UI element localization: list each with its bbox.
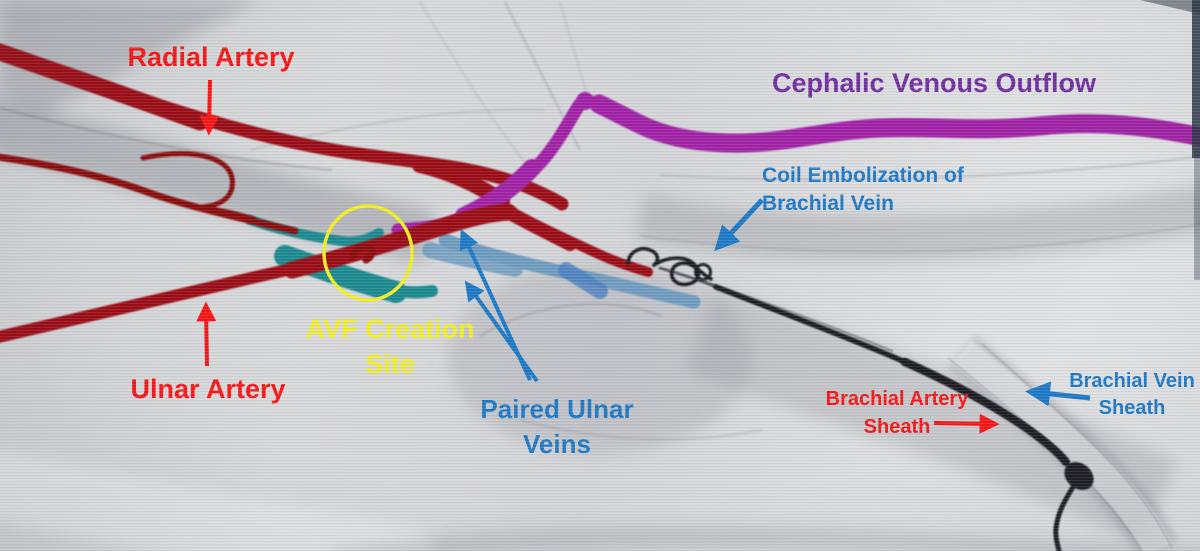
- brachial-artery-sheath-device: [658, 266, 1094, 551]
- radial-artery-arrow: [199, 79, 220, 136]
- coil-embolization-label-line1: Coil Embolization of: [762, 164, 964, 187]
- brachial-artery-sheath-label: Brachial Artery Sheath: [826, 385, 969, 441]
- photo-edge-artifacts: [1140, 0, 1200, 280]
- brachial-artery-sheath-label-line1: Brachial Artery: [825, 388, 969, 410]
- paired-ulnar-veins-label: Paired Ulnar Veins: [480, 392, 633, 462]
- coil-embolization-arrow: [714, 198, 764, 252]
- brachial-vein-sheath-label: Brachial Vein Sheath: [1069, 368, 1195, 422]
- embolization-coil: [626, 246, 713, 287]
- brachial-artery-sheath-label-line2: Sheath: [863, 416, 931, 438]
- brachial-artery-sheath-arrow: [933, 413, 1000, 434]
- paired-ulnar-veins-label-line2: Veins: [523, 429, 591, 459]
- paired-ulnar-veins-label-line1: Paired Ulnar: [480, 394, 634, 424]
- cephalic-venous-outflow-label: Cephalic Venous Outflow: [771, 68, 1097, 98]
- brachial-vein-sheath-arrow: [1025, 381, 1091, 407]
- ulnar-artery-arrow: [196, 301, 217, 367]
- paired-ulnar-veins-arrow-lower: [464, 280, 539, 383]
- coil-embolization-label-line2: Brachial Vein: [762, 192, 894, 215]
- brachial-vein-sheath-label-line2: Sheath: [1098, 397, 1166, 419]
- radial-artery-label: Radial Artery: [127, 42, 295, 72]
- ulnar-artery-vessel: [0, 203, 653, 343]
- brachial-vein-sheath-label-line1: Brachial Vein: [1069, 370, 1195, 392]
- ulnar-artery-label: Ulnar Artery: [130, 374, 286, 404]
- avf-creation-site-label: AVF Creation Site: [305, 312, 474, 382]
- avf-site-circle: [322, 204, 414, 302]
- annotation-overlays: [196, 79, 1091, 434]
- avf-creation-site-label-line1: AVF Creation: [305, 314, 475, 344]
- avf-creation-site-label-line2: Site: [365, 349, 415, 379]
- coil-embolization-label: Coil Embolization of Brachial Vein: [762, 162, 964, 218]
